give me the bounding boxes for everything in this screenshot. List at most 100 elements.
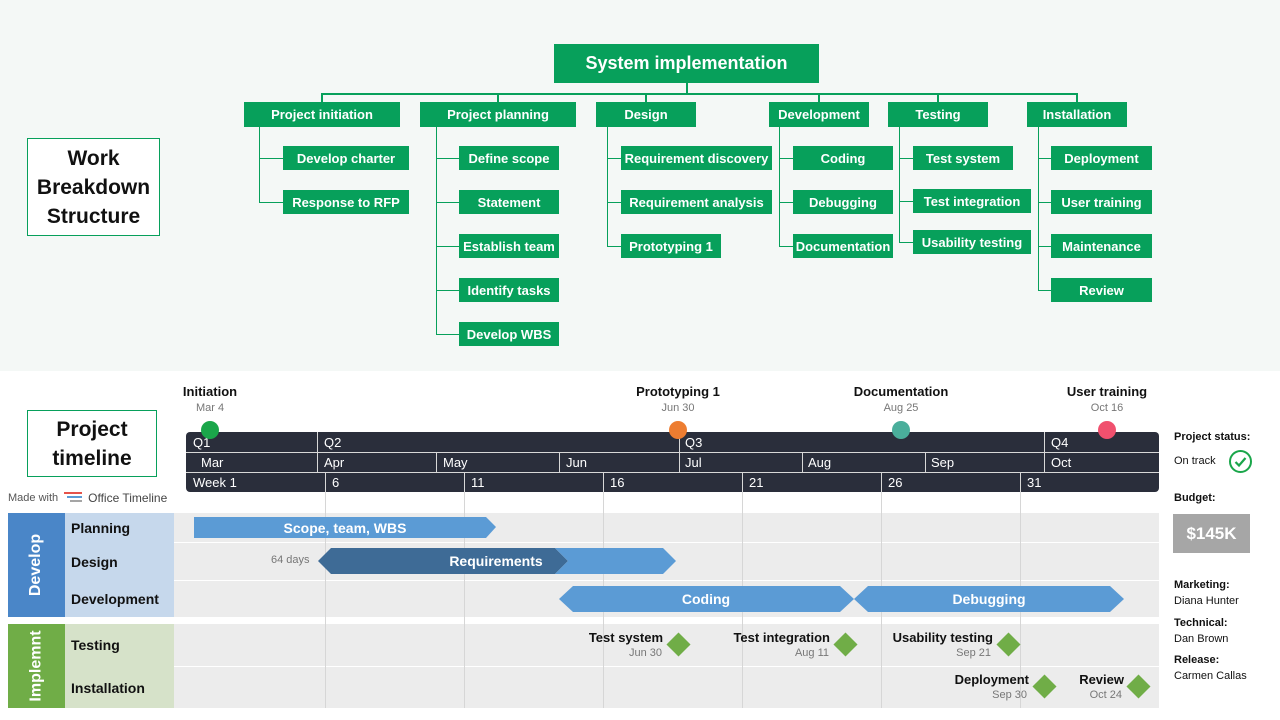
milestone-label: User training — [1066, 384, 1148, 399]
wbs-branch-project-planning[interactable]: Project planning — [420, 102, 576, 127]
connector — [607, 126, 608, 247]
swimlane-group-develop: Develop — [8, 513, 65, 617]
made-with-label: Made with — [8, 492, 59, 504]
wbs-node[interactable]: Debugging — [793, 190, 893, 214]
connector — [497, 93, 499, 103]
connector — [1076, 93, 1078, 103]
milestone-marker[interactable] — [1098, 421, 1116, 439]
connector — [1038, 290, 1052, 291]
swimlane-rows-develop — [65, 513, 174, 617]
wbs-branch-installation[interactable]: Installation — [1027, 102, 1127, 127]
wbs-node[interactable]: Establish team — [459, 234, 559, 258]
wbs-node[interactable]: Define scope — [459, 146, 559, 170]
wbs-node[interactable]: Develop charter — [283, 146, 409, 170]
milestone-marker[interactable] — [201, 421, 219, 439]
wbs-branch-project-initiation[interactable]: Project initiation — [244, 102, 400, 127]
technical-value: Dan Brown — [1174, 633, 1229, 645]
milestone-marker[interactable] — [892, 421, 910, 439]
row-label-design: Design — [71, 553, 118, 570]
wbs-branch-testing[interactable]: Testing — [888, 102, 988, 127]
task-label: Requirements — [449, 553, 543, 569]
office-timeline-logo-icon — [64, 492, 83, 504]
wbs-node[interactable]: Review — [1051, 278, 1152, 302]
wbs-root-node[interactable]: System implementation — [554, 44, 819, 83]
wbs-branch-development[interactable]: Development — [769, 102, 869, 127]
connector — [899, 242, 913, 243]
connector — [607, 158, 621, 159]
wbs-node[interactable]: Usability testing — [913, 230, 1031, 254]
brand-label: Office Timeline — [88, 491, 168, 505]
wbs-node[interactable]: Develop WBS — [459, 322, 559, 346]
week-label: 16 — [610, 475, 625, 490]
row-label-planning: Planning — [71, 519, 131, 536]
connector — [607, 202, 621, 203]
wbs-node[interactable]: Test integration — [913, 189, 1031, 213]
grid-line — [742, 492, 743, 708]
timeline-title: Project timeline — [27, 410, 157, 477]
row-label-development: Development — [71, 591, 159, 607]
connector — [899, 158, 913, 159]
wbs-node[interactable]: Identify tasks — [459, 278, 559, 302]
week-label: 6 — [332, 475, 340, 490]
connector — [1038, 246, 1052, 247]
month-label: Apr — [324, 455, 345, 470]
quarter-label: Q3 — [685, 435, 703, 450]
time-scale: Q1 Q2 Q3 Q4 Mar Apr May Jun Jul Aug Sep … — [186, 432, 1159, 492]
connector — [899, 201, 913, 202]
grid-line — [881, 492, 882, 708]
task-label: Debugging — [952, 591, 1026, 607]
task-label: Scope, team, WBS — [283, 520, 407, 536]
milestone-date: Mar 4 — [195, 402, 225, 414]
row-divider — [174, 542, 1159, 543]
milestone-marker[interactable] — [669, 421, 687, 439]
week-label: Week 1 — [193, 475, 237, 490]
connector — [321, 93, 323, 103]
wbs-branch-design[interactable]: Design — [596, 102, 696, 127]
milestone-label: Review — [1079, 672, 1124, 687]
milestone-label: Prototyping 1 — [636, 384, 720, 399]
milestone-label: Documentation — [853, 384, 949, 399]
wbs-node[interactable]: Maintenance — [1051, 234, 1152, 258]
swimlane-group-implement: Implemnt — [8, 624, 65, 708]
connector — [1038, 158, 1052, 159]
grid-line — [464, 492, 465, 708]
wbs-node[interactable]: Requirement discovery — [621, 146, 772, 170]
connector — [937, 93, 939, 103]
wbs-node[interactable]: Statement — [459, 190, 559, 214]
wbs-node[interactable]: Requirement analysis — [621, 190, 772, 214]
milestone-label: Usability testing — [892, 630, 993, 645]
month-label: May — [443, 455, 468, 470]
row-divider — [174, 666, 1159, 667]
connector — [259, 202, 283, 203]
milestone-label: Deployment — [954, 672, 1029, 687]
connector — [321, 93, 1077, 95]
connector — [779, 158, 793, 159]
week-label: 31 — [1027, 475, 1042, 490]
project-status-value: On track — [1174, 455, 1216, 467]
task-duration: 64 days — [271, 554, 310, 566]
grid-line — [325, 492, 326, 708]
month-label: Mar — [201, 455, 224, 470]
connector — [436, 158, 460, 159]
budget-label: Budget: — [1174, 492, 1216, 504]
group-label: Develop — [27, 533, 45, 597]
marketing-value: Diana Hunter — [1174, 595, 1239, 607]
wbs-node[interactable]: Test system — [913, 146, 1013, 170]
connector — [1038, 126, 1039, 291]
connector — [779, 126, 780, 247]
milestone-date: Sep 21 — [956, 647, 991, 659]
month-label: Sep — [931, 455, 955, 470]
wbs-node[interactable]: Response to RFP — [283, 190, 409, 214]
wbs-node[interactable]: User training — [1051, 190, 1152, 214]
wbs-node[interactable]: Coding — [793, 146, 893, 170]
wbs-node[interactable]: Deployment — [1051, 146, 1152, 170]
connector — [436, 246, 460, 247]
connector — [436, 202, 460, 203]
week-label: 11 — [471, 475, 485, 490]
wbs-node[interactable]: Documentation — [793, 234, 893, 258]
row-label-installation: Installation — [71, 679, 145, 696]
connector — [645, 93, 647, 103]
connector — [436, 334, 460, 335]
milestone-date: Oct 16 — [1090, 402, 1124, 414]
wbs-node[interactable]: Prototyping 1 — [621, 234, 721, 258]
